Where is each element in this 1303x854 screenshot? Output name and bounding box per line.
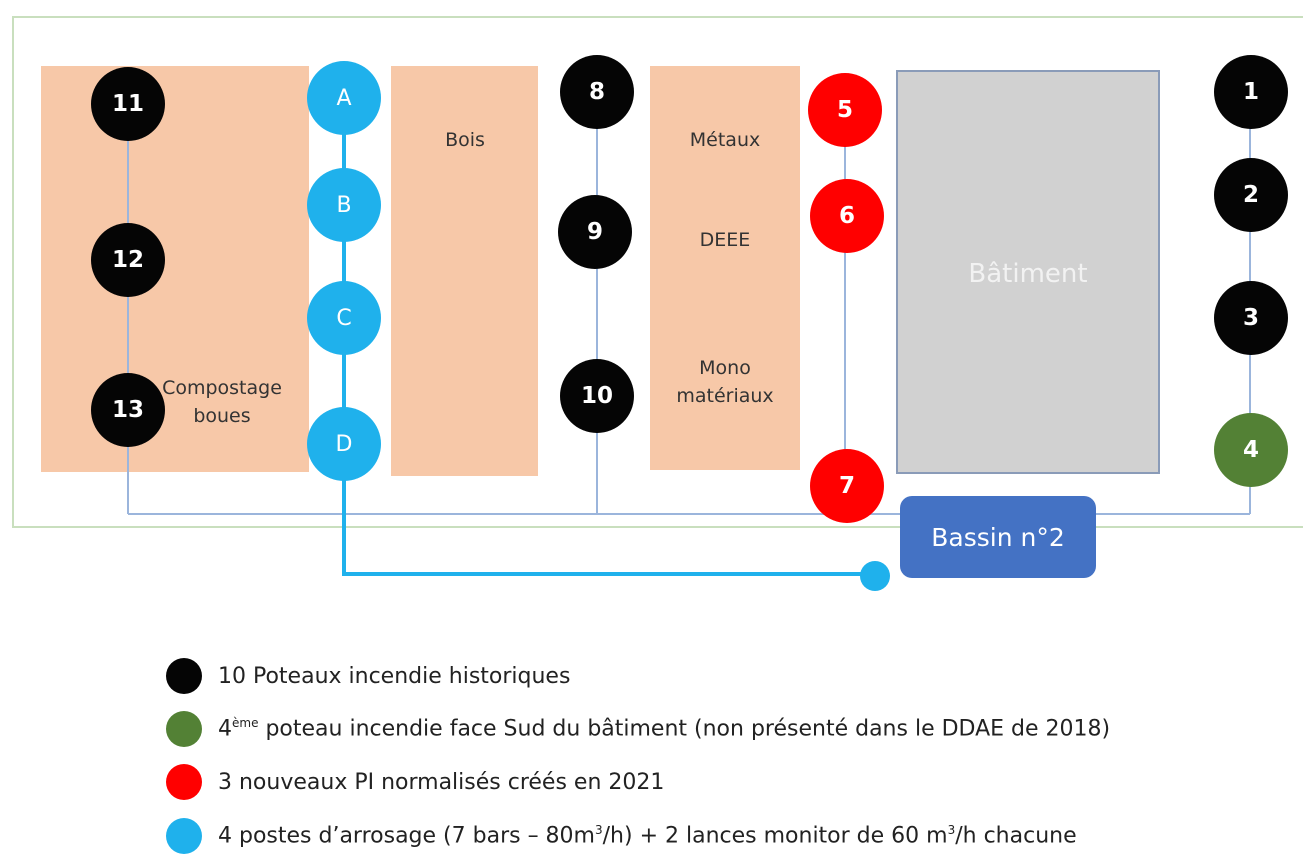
bassin-box: Bassin n°2 — [900, 496, 1096, 578]
legend-south: 4ème poteau incendie face Sud du bâtimen… — [166, 711, 1110, 747]
sprinkler-c: C — [307, 281, 381, 355]
hydrant-1: 1 — [1214, 55, 1288, 129]
legend-sprinkler: 4 postes d’arrosage (7 bars – 80m3/h) + … — [166, 818, 1077, 854]
label-bois: Bois — [445, 129, 485, 151]
label-metaux: Métaux — [689, 129, 761, 151]
legend-new-text: 3 nouveaux PI normalisés créés en 2021 — [218, 769, 665, 795]
legend-south-text: 4ème poteau incendie face Sud du bâtimen… — [218, 716, 1111, 742]
sprinkler-b: B — [307, 168, 381, 242]
hydrant-6: 6 — [810, 179, 884, 253]
sprinkler-a: A — [307, 61, 381, 135]
hydrant-5: 5 — [808, 73, 882, 147]
legend-green-dot — [166, 711, 202, 747]
hydrant-8: 8 — [560, 55, 634, 129]
hydrant-10: 10 — [560, 359, 634, 433]
monitor-point — [860, 561, 890, 591]
sprinkler-d: D — [307, 407, 381, 481]
legend-historic: 10 Poteaux incendie historiques — [166, 658, 570, 694]
hydrant-3: 3 — [1214, 281, 1288, 355]
hydrant-12: 12 — [91, 223, 165, 297]
legend-black-dot — [166, 658, 202, 694]
site-boundary — [12, 16, 1303, 528]
legend-sprinkler-text: 4 postes d’arrosage (7 bars – 80m3/h) + … — [218, 823, 1077, 849]
hydrant-2: 2 — [1214, 158, 1288, 232]
label-compostage: Compostage boues — [162, 377, 282, 427]
zone-bois — [391, 66, 538, 476]
hydrant-11: 11 — [91, 67, 165, 141]
hydrant-9: 9 — [558, 195, 632, 269]
legend-red-dot — [166, 764, 202, 800]
pipe-d-monitor — [342, 444, 875, 576]
zone-metaux — [650, 66, 800, 470]
zone-compostage — [41, 66, 309, 472]
hydrant-4: 4 — [1214, 413, 1288, 487]
legend-new: 3 nouveaux PI normalisés créés en 2021 — [166, 764, 664, 800]
label-mono-materiaux: Mono matériaux — [676, 357, 774, 407]
building: Bâtiment — [896, 70, 1160, 474]
building-label: Bâtiment — [968, 259, 1088, 289]
legend-historic-text: 10 Poteaux incendie historiques — [218, 663, 571, 689]
hydrant-13: 13 — [91, 373, 165, 447]
label-deee: DEEE — [699, 229, 751, 251]
hydrant-7: 7 — [810, 449, 884, 523]
legend-blue-dot — [166, 818, 202, 854]
